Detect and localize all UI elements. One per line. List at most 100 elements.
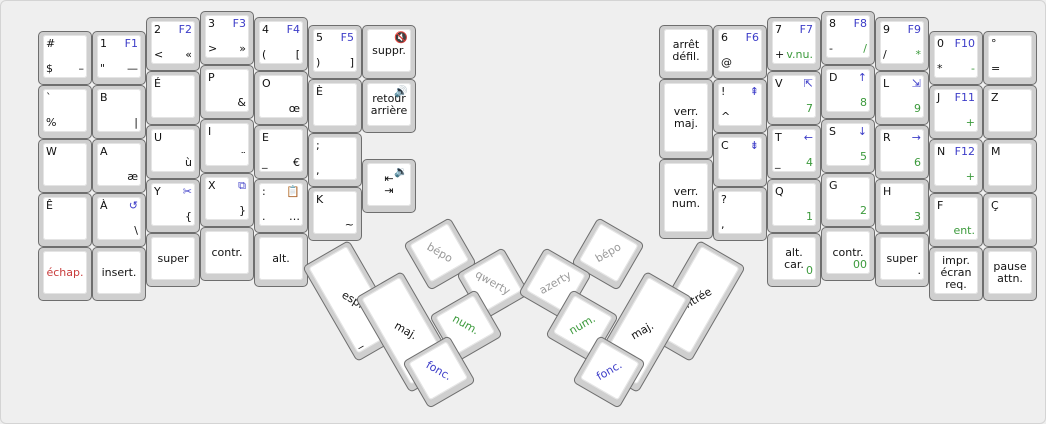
key-legend-tr: ⇱ xyxy=(803,77,813,90)
key-legend-tr: F9 xyxy=(907,23,921,36)
thumb-key-label: bépo xyxy=(593,239,624,265)
key-è[interactable]: È xyxy=(308,79,362,133)
key-![interactable]: !⇞^ xyxy=(713,79,767,133)
key-?[interactable]: ?, xyxy=(713,187,767,241)
keycap: verr. num. xyxy=(664,163,708,232)
key-b[interactable]: B| xyxy=(92,85,146,139)
key-i[interactable]: I¨ xyxy=(200,119,254,173)
key-x[interactable]: X⧉} xyxy=(200,173,254,227)
key-verr.-maj.[interactable]: verr. maj. xyxy=(659,79,713,159)
key-legend-tl: A xyxy=(100,145,108,158)
key-y[interactable]: Y✂{ xyxy=(146,179,200,233)
key-t[interactable]: T←_4 xyxy=(767,125,821,179)
key-legend-tl: V xyxy=(775,77,783,90)
key-legend-tr: → xyxy=(911,131,921,144)
key-legend-ctr: suppr. xyxy=(372,43,406,57)
key-super[interactable]: .super xyxy=(875,233,929,287)
key-legend-ctr: verr. num. xyxy=(671,184,701,210)
key-e[interactable]: E_€ xyxy=(254,125,308,179)
keycap: Y✂{ xyxy=(151,183,195,226)
key-pause-attn.[interactable]: pause attn. xyxy=(983,247,1037,301)
keycap: alt. xyxy=(259,237,303,280)
key-legend-tl: H xyxy=(883,185,892,198)
key-°[interactable]: °= xyxy=(983,31,1037,85)
keycap: impr. écran req. xyxy=(934,251,978,294)
key-alt.[interactable]: alt. xyxy=(254,233,308,287)
keycap: L⇲9 xyxy=(880,75,924,118)
key-legend-tl: U xyxy=(154,131,163,144)
key-insert.[interactable]: insert. xyxy=(92,247,146,301)
key-legend-tl: ° xyxy=(991,37,997,50)
key-v[interactable]: V⇱7 xyxy=(767,71,821,125)
key-legend-br: € xyxy=(293,156,300,169)
key-⇤-⇥[interactable]: 🔉⇤ ⇥ xyxy=(362,159,416,213)
keycap: 🔇suppr. xyxy=(367,29,411,72)
key-legend-br: - xyxy=(971,62,975,75)
key-legend-bl: $ xyxy=(46,62,53,75)
key-:[interactable]: :📋.… xyxy=(254,179,308,233)
key-#[interactable]: #$– xyxy=(38,31,92,85)
key-arrêt-défil.[interactable]: arrêt défil. xyxy=(659,25,713,79)
keycap: arrêt défil. xyxy=(664,29,708,72)
keycap: C⇟ xyxy=(718,137,762,180)
key-legend-tl: E xyxy=(262,131,269,144)
key-w[interactable]: W xyxy=(38,139,92,193)
key-impr.-écran-req.[interactable]: impr. écran req. xyxy=(929,247,983,301)
key-p[interactable]: P& xyxy=(200,65,254,119)
key-legend-ctr: super xyxy=(886,251,918,265)
keycap: :📋.… xyxy=(259,183,303,226)
key-ê[interactable]: Ê xyxy=(38,193,92,247)
key-c[interactable]: C⇟ xyxy=(713,133,767,187)
key-`[interactable]: `% xyxy=(38,85,92,139)
key-k[interactable]: K~ xyxy=(308,187,362,241)
key-;[interactable]: ;, xyxy=(308,133,362,187)
key-legend-tr: F5 xyxy=(340,31,354,44)
key-legend-ctr: échap. xyxy=(46,265,84,279)
key-d[interactable]: D↑8 xyxy=(821,65,875,119)
key-ç[interactable]: Ç xyxy=(983,193,1037,247)
key-s[interactable]: S↓5 xyxy=(821,119,875,173)
key-legend-bl: * xyxy=(937,62,943,75)
key-legend-tl: M xyxy=(991,145,1001,158)
key-l[interactable]: L⇲9 xyxy=(875,71,929,125)
key-é[interactable]: É xyxy=(146,71,200,125)
key-super[interactable]: super xyxy=(146,233,200,287)
key-contr.[interactable]: contr. xyxy=(200,227,254,281)
key-échap.[interactable]: échap. xyxy=(38,247,92,301)
key-à[interactable]: À↺\ xyxy=(92,193,146,247)
key-suppr.[interactable]: 🔇suppr. xyxy=(362,25,416,79)
key-verr.-num.[interactable]: verr. num. xyxy=(659,159,713,239)
keycap: `% xyxy=(43,89,87,132)
key-legend-tr: 🔉 xyxy=(394,165,408,178)
key-m[interactable]: M xyxy=(983,139,1037,193)
key-z[interactable]: Z xyxy=(983,85,1037,139)
key-retour-arrière[interactable]: 🔊retour arrière xyxy=(362,79,416,133)
key-r[interactable]: R→6 xyxy=(875,125,929,179)
key-legend-tl: ; xyxy=(316,139,320,152)
